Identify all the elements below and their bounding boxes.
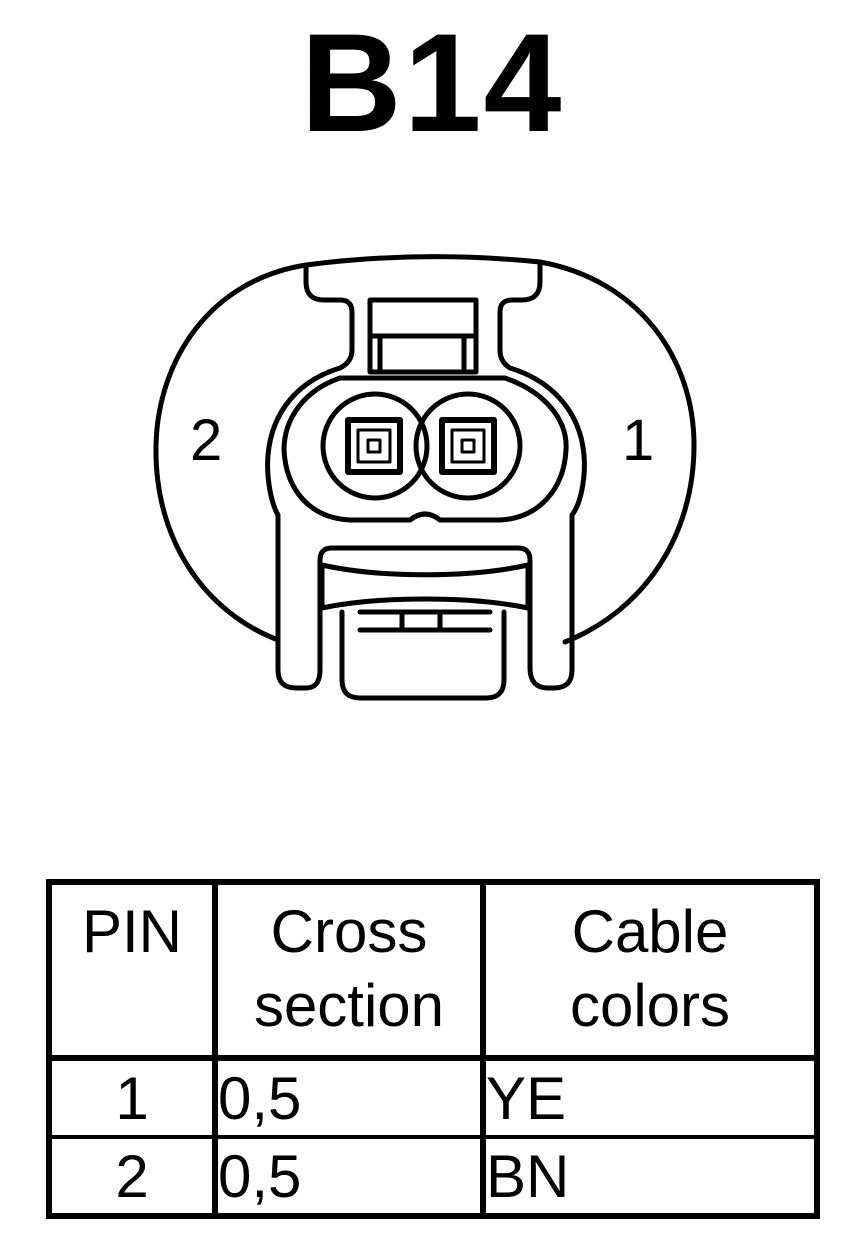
pin-1-ring [413, 391, 523, 501]
lower-tab [339, 609, 507, 701]
cable-color-cell: BN [480, 1137, 820, 1216]
header-cross-section: Cross section [212, 882, 486, 1061]
table-row: 1 0,5 YE [46, 1058, 820, 1139]
pin-2-label: 2 [190, 408, 222, 473]
header-pin: PIN [46, 882, 218, 1061]
cross-section-cell: 0,5 [212, 1058, 486, 1139]
pin-assignment-table: PIN Cross section Cable colors 1 0,5 YE … [46, 879, 820, 1219]
pin-2-ring [320, 391, 430, 501]
pin-1-terminal [439, 417, 497, 475]
pin-2-terminal [345, 417, 403, 475]
cross-section-cell: 0,5 [212, 1137, 486, 1216]
pin-number-cell: 2 [46, 1137, 218, 1216]
connector-outer-shell [153, 262, 309, 643]
top-latch [265, 254, 587, 691]
pin-number-cell: 1 [46, 1058, 218, 1139]
connector-title: B14 [300, 4, 564, 161]
lower-lock [319, 562, 531, 611]
pin-housing [281, 375, 569, 523]
table-row: 2 0,5 BN [46, 1137, 820, 1216]
header-cable-colors: Cable colors [480, 882, 820, 1061]
cable-color-cell: YE [480, 1058, 820, 1139]
connector-face-diagram: 2 1 [153, 254, 697, 701]
pin-1-label: 1 [622, 408, 654, 473]
connector-outer-shell-right [537, 259, 697, 645]
table-header-row: PIN Cross section Cable colors [46, 882, 820, 1061]
